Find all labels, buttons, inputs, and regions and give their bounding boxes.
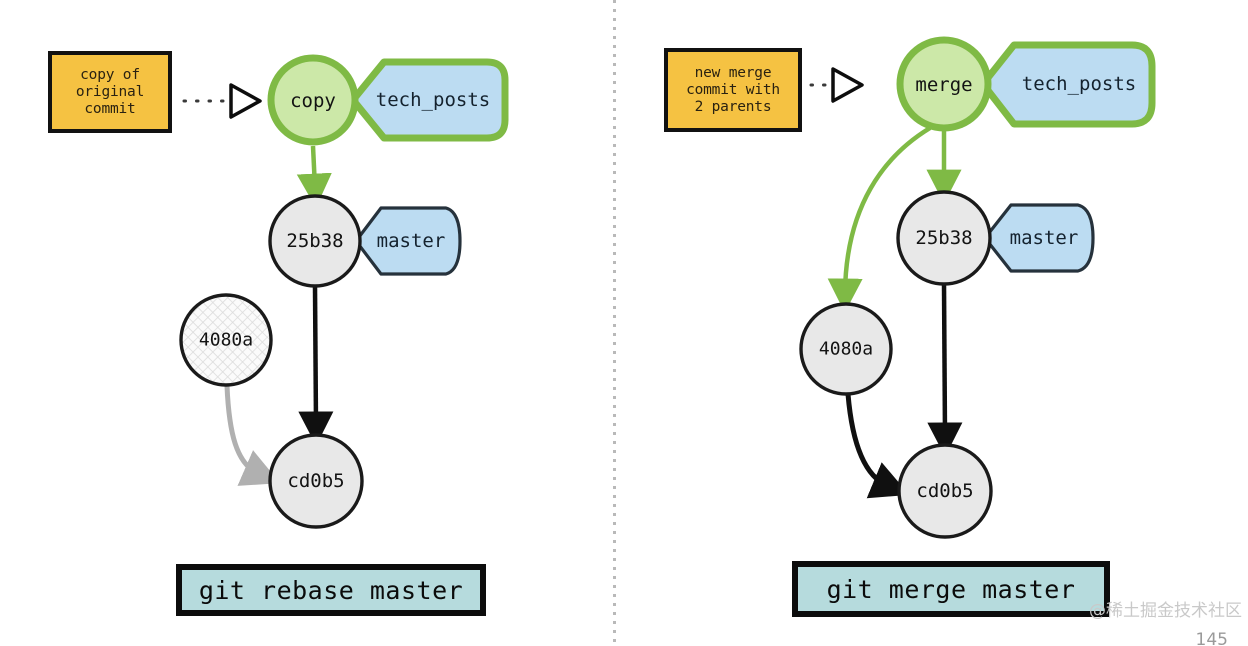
panel-git-rebase: copy of original commit copy tech_posts … — [0, 0, 614, 646]
annotation-note-copy-of-original-commit: copy of original commit — [48, 51, 172, 133]
annotation-note-new-merge-commit: new merge commit with 2 parents — [664, 48, 802, 132]
branch-tag-master-shape — [354, 206, 462, 276]
command-caption-git-rebase-master: git rebase master — [176, 564, 486, 616]
branch-tag-tech-posts-shape — [979, 41, 1156, 128]
commit-node-25b38 — [896, 190, 992, 286]
commit-node-4080a-ghosted — [179, 293, 273, 387]
edge-4080a-to-cd0b5 — [224, 385, 281, 486]
edge-25b38-to-cd0b5 — [298, 286, 334, 446]
page-number: 145 — [1195, 630, 1228, 646]
commit-node-cd0b5 — [897, 443, 993, 539]
commit-node-4080a — [799, 302, 893, 396]
panel-divider-dotted — [613, 0, 616, 646]
note-pointer-dotted-line — [182, 83, 262, 119]
watermark-text: @稀土掘金技术社区 — [1089, 601, 1242, 621]
commit-node-cd0b5 — [268, 433, 364, 529]
branch-tag-tech-posts-shape — [349, 58, 509, 142]
commit-node-copy-highlight — [267, 54, 359, 146]
commit-node-merge-highlight — [896, 36, 992, 132]
edge-merge-to-4080a — [827, 126, 932, 313]
panel-git-merge: new merge commit with 2 parents merge te… — [634, 0, 1248, 646]
command-caption-git-merge-master: git merge master — [792, 561, 1110, 617]
edge-copy-to-25b38 — [296, 145, 332, 208]
commit-node-25b38 — [268, 194, 362, 288]
note-pointer-dotted-line — [784, 67, 864, 103]
rebase-graph-svg — [179, 54, 509, 529]
edge-4080a-to-cd0b5 — [845, 393, 910, 499]
merge-graph-svg — [784, 36, 1156, 539]
edge-25b38-to-cd0b5 — [927, 283, 963, 457]
branch-tag-master-shape — [983, 203, 1095, 273]
